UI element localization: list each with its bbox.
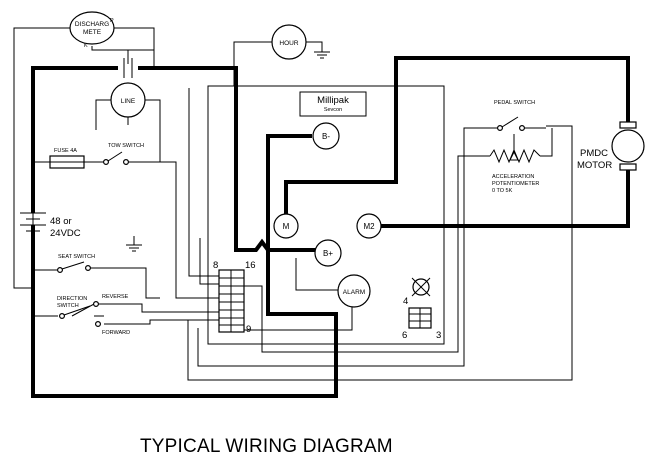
alarm-label: ALARM [343,289,365,296]
direction-switch-label-1: DIRECTION [57,296,87,302]
tow-switch-icon [102,151,129,166]
potentiometer-label-1: ACCELERATION [492,174,534,180]
lamp-icon [411,277,431,297]
alarm [337,274,371,308]
tow-switch-label: TOW SWITCH [108,143,144,149]
pin-4-label: 4 [403,296,408,307]
pin-16-label: 16 [245,260,256,271]
ground-icon-left [126,244,142,252]
potentiometer-icon [489,148,541,164]
fuse-label: FUSE 4A [54,148,77,154]
millipak-label-box [299,91,367,117]
terminal-m-label: M [283,222,290,231]
pin-3-label: 3 [436,330,441,341]
pin-8-label: 8 [213,260,218,271]
ground-icon-hour [314,51,330,59]
seat-switch-icon [56,261,91,274]
millipak-name: Millipak [317,95,349,106]
discharge-meter-label-2: METE [83,29,102,36]
pin-6-label: 6 [402,330,407,341]
hour-meter-label: HOUR [279,40,298,47]
fuse-icon [49,155,85,169]
terminal-b-minus-label: B- [322,132,330,141]
battery-label-2: 24VDC [50,228,81,239]
potentiometer-label-3: 0 TO 5K [492,188,513,194]
thick-power-wiring [31,56,630,398]
hour-meter [271,24,307,60]
terminal-m [273,213,299,239]
controller-outline [207,85,445,345]
discharge-meter-label-1: DISCHARG [75,21,109,28]
line-contactor-label: LINE [121,98,136,105]
thin-wiring [13,27,573,381]
direction-switch-label-2: SWITCH [57,303,79,309]
motor-label-2: MOTOR [577,160,612,171]
capacitor-icon [118,58,138,78]
reverse-label: REVERSE [102,294,129,300]
potentiometer-label-2: POTENTIOMETER [492,181,539,187]
motor-icon [611,121,645,171]
direction-switch-icon [58,301,101,328]
terminal-b-plus-label: B+ [323,249,333,258]
line-contactor-coil [110,82,146,118]
pedal-switch-icon [497,116,525,131]
terminal-b-plus [314,239,342,267]
terminal-m2 [356,213,382,239]
discharge-meter-pin-k: K [84,43,88,49]
small-connector-block [408,307,432,329]
discharge-meter [69,11,115,45]
connector-block [218,269,245,333]
pin-9-label: 9 [246,324,251,335]
forward-label: FORWARD [102,330,130,336]
terminal-b-minus [312,122,340,150]
millipak-maker: Sevcon [324,107,342,113]
battery-label-1: 48 or [50,216,72,227]
diagram-title: TYPICAL WIRING DIAGRAM [140,436,393,457]
seat-switch-label: SEAT SWITCH [58,254,95,260]
battery-icon [20,212,46,232]
motor-label-1: PMDC [580,148,608,159]
terminal-m2-label: M2 [363,222,375,231]
discharge-meter-pin-p: P [110,18,114,24]
pedal-switch-label: PEDAL SWITCH [494,100,535,106]
